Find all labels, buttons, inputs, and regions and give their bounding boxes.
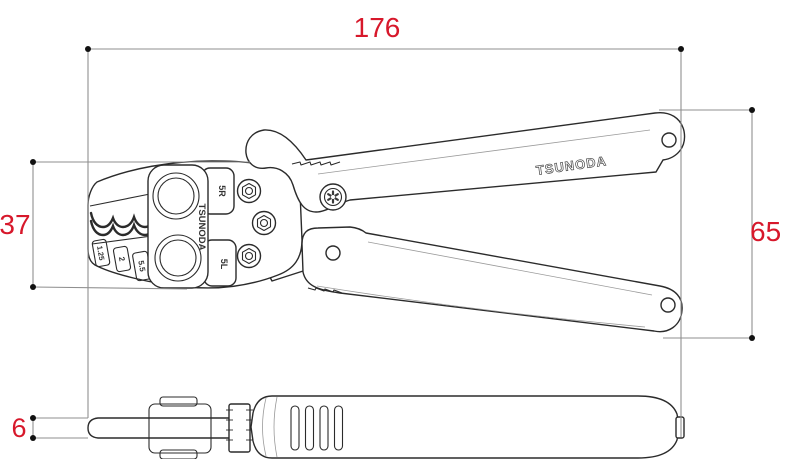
die-plate-5R-label: 5R	[217, 185, 227, 197]
dim-6-dot-top	[30, 415, 36, 421]
dim-65-dot-top	[749, 107, 755, 113]
dim-176-dot-right	[678, 46, 684, 52]
grip-left-curve-2	[273, 396, 278, 458]
side-jaw-bar	[87, 417, 231, 439]
dim-65-value: 65	[750, 216, 781, 247]
lower-handle-serration	[307, 287, 343, 294]
lower-pivot-inner	[159, 239, 197, 277]
grip-left-curve-1	[262, 397, 267, 457]
grip-slot-3	[319, 405, 329, 451]
side-die-tab-top	[159, 396, 198, 407]
brand-head-text: TSUNODA	[196, 204, 207, 251]
lower-lanyard-hole	[660, 297, 676, 313]
lower-handle	[301, 226, 683, 333]
torx-center	[331, 195, 335, 199]
lower-die-teeth	[89, 219, 166, 237]
side-grip	[250, 395, 685, 459]
dim-65-dot-bottom	[749, 335, 755, 341]
side-die-tab-bottom	[159, 449, 198, 459]
upper-die-teeth	[89, 211, 166, 229]
grip-slot-1	[290, 405, 300, 451]
lower-handle-outline	[301, 226, 683, 333]
lower-pivot-outer	[154, 234, 202, 282]
grip-end-tab	[675, 416, 685, 439]
upper-handle-serration	[291, 161, 341, 166]
die-size-2-box	[112, 245, 132, 273]
hex-bolts	[236, 178, 277, 269]
upper-pivot-inner	[157, 177, 195, 215]
top-view: 1.25 2 5.5 TSUNODA 5R 5L	[87, 111, 686, 333]
upper-handle-highlight	[317, 129, 651, 175]
die-carrier-body	[147, 164, 209, 289]
knurl-ticks	[226, 409, 253, 441]
dimension-handle-spread: 65	[659, 107, 781, 341]
dim-37-dot-bottom	[30, 284, 36, 290]
dim-37-dot-top	[30, 159, 36, 165]
die-size-3-label: 5.5	[136, 260, 147, 273]
die-size-1-box	[91, 238, 111, 268]
dim-176-value: 176	[354, 12, 401, 43]
die-size-1-label: 1.25	[95, 245, 106, 261]
dimension-overall-length: 176	[85, 12, 684, 437]
upper-lanyard-hole	[661, 132, 677, 148]
hex-bolt-bottom	[236, 243, 262, 269]
dimension-head-width: 37	[0, 159, 250, 290]
torx-pivot-screw	[319, 183, 347, 211]
lower-link-hole	[325, 245, 341, 261]
dim-6-dot-bottom	[30, 435, 36, 441]
die-plates	[201, 167, 237, 287]
upper-handle-outline	[245, 111, 686, 213]
side-die-block	[148, 403, 212, 454]
die-size-1: 1.25	[91, 238, 111, 268]
dim-176-dot-left	[85, 46, 91, 52]
side-grip-outline	[250, 395, 680, 459]
lower-handle-highlight	[316, 285, 646, 328]
side-knurled-adjuster	[226, 403, 253, 453]
hex-bolt-middle	[251, 210, 277, 236]
die-size-2: 2	[112, 245, 132, 273]
lower-handle-inner-line	[367, 241, 653, 296]
grip-slot-4	[333, 405, 344, 451]
dim-37-ext-bottom	[32, 286, 188, 290]
die-size-2-label: 2	[117, 256, 127, 262]
dim-6-value: 6	[11, 413, 26, 443]
upper-pivot-outer	[152, 172, 200, 220]
upper-handle: TSUNODA	[245, 111, 686, 213]
grip-slot-2	[304, 405, 315, 451]
dim-37-value: 37	[0, 209, 31, 240]
hex-bolt-top	[236, 178, 262, 204]
die-carrier: TSUNODA	[147, 164, 209, 289]
die-plate-5L-label: 5L	[219, 259, 229, 270]
dimension-thickness: 6	[11, 413, 88, 443]
side-view	[87, 395, 685, 459]
